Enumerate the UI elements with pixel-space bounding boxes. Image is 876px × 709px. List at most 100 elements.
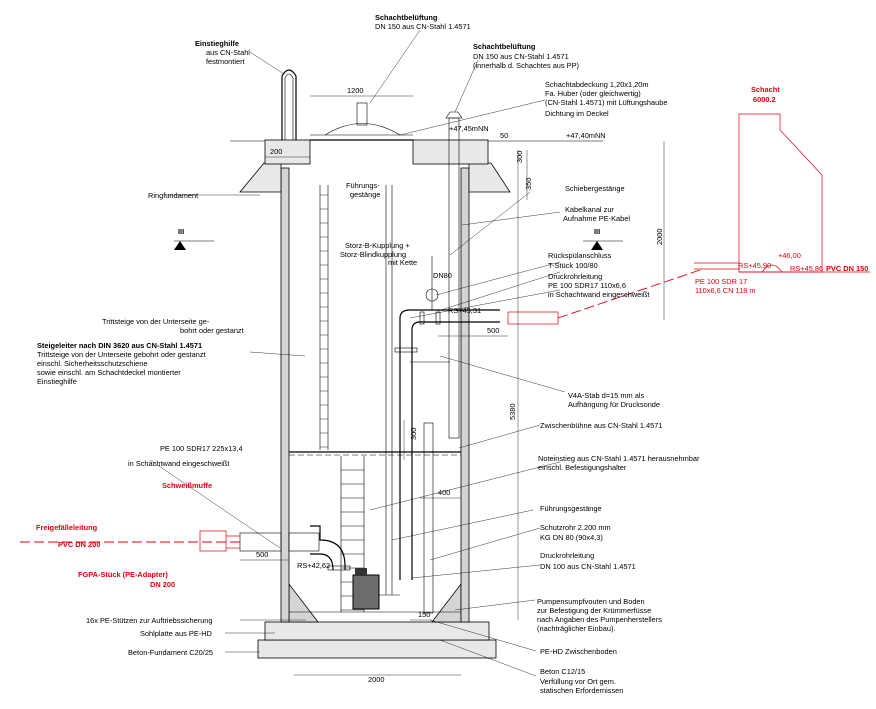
label-ventilation-2b: DN 150 aus CN-Stahl 1.4571 bbox=[473, 52, 569, 61]
label-cover-c: (CN-Stahl 1.4571) mit Lüftungshaube bbox=[545, 98, 667, 107]
label-ladder-a: Steigeleiter nach DIN 3620 aus CN-Stahl … bbox=[37, 341, 202, 350]
dim-base-width: 2000 bbox=[368, 675, 384, 684]
label-base-plate: Sohlplatte aus PE-HD bbox=[140, 629, 212, 638]
label-red-pe-b: 110x6,6 CN 118 m bbox=[695, 286, 756, 295]
label-ladder-e: Einstieghilfe bbox=[37, 377, 77, 386]
elev-46-00: +46,00 bbox=[778, 251, 801, 260]
label-pe-sdr-a: PE 100 SDR17 225x13,4 bbox=[160, 444, 243, 453]
label-fgpa-a: FGPA-Stück (PE-Adapter) bbox=[78, 570, 168, 579]
section-marker-right bbox=[591, 241, 603, 250]
dimension-texts: 1200 200 50 300 350 2000 500 5380 300 40… bbox=[256, 86, 823, 684]
label-dn80: DN80 bbox=[433, 271, 452, 280]
label-cover-a: Schachtabdeckung 1,20x1,20m bbox=[545, 80, 649, 89]
label-weld-sleeve: Schweißmuffe bbox=[162, 481, 212, 490]
label-ventilation-1a: Schachtbelüftung bbox=[375, 13, 438, 22]
label-cable-duct-a: Kabelkanal zur bbox=[565, 205, 614, 214]
cover-vent-hood bbox=[324, 123, 401, 136]
label-intermediate-floor: PE-HD Zwischenboden bbox=[540, 647, 617, 656]
concrete-foundation bbox=[257, 639, 497, 659]
dim-h300-lower: 300 bbox=[409, 428, 418, 440]
label-shaft-title-a: Schacht bbox=[751, 85, 780, 94]
label-cover-d: Dichtung im Deckel bbox=[545, 109, 609, 118]
section-marker-left bbox=[174, 241, 186, 250]
label-pe-sdr-b: in Schachtwand eingeschweißt bbox=[128, 459, 229, 468]
dimension-lines bbox=[240, 95, 665, 676]
label-ladder-c: einschl. Sicherheitsschutzschiene bbox=[37, 359, 148, 368]
elev-47-45: +47,45mNN bbox=[449, 124, 489, 133]
label-entry-handle-a: Einstieghilfe bbox=[195, 39, 239, 48]
dim-w500-lower: 500 bbox=[256, 550, 268, 559]
elev-rs-42-62: RS+42,62 bbox=[297, 561, 330, 570]
label-tee: T-Stück 100/80 bbox=[548, 261, 598, 270]
label-pressure-pipe2-b: DN 100 aus CN-Stahl 1.4571 bbox=[540, 562, 636, 571]
pump bbox=[352, 574, 380, 610]
label-storz-a: Storz-B-Kupplung + bbox=[345, 241, 410, 250]
label-ladder-d: sowie einschl. am Schachtdeckel montiert… bbox=[37, 368, 181, 377]
label-entry-handle-c: festmontiert bbox=[206, 57, 245, 66]
dim-w400: 400 bbox=[438, 488, 450, 497]
label-protection-tube-a: Schutzrohr 2.200 mm bbox=[540, 523, 611, 532]
base-plate bbox=[264, 621, 490, 641]
label-ventilation-2c: (innerhalb d. Schachtes aus PP) bbox=[473, 61, 579, 70]
fgpa-adapter bbox=[199, 530, 227, 552]
label-pvc150: PVC DN 150 bbox=[826, 264, 868, 273]
label-sump-a: Pumpensumpfvouten und Boden bbox=[537, 597, 645, 606]
section-mark-left: III bbox=[178, 227, 184, 236]
label-valve-rod: Schiebergestänge bbox=[565, 184, 625, 193]
section-mark-right: III bbox=[594, 227, 600, 236]
label-protection-tube-b: KG DN 80 (90x4,3) bbox=[540, 533, 603, 542]
label-concrete-c: statischen Erfordernissen bbox=[540, 686, 623, 695]
label-cable-duct-b: Aufnahme PE-Kabel bbox=[563, 214, 630, 223]
label-sump-c: nach Angaben des Pumpenherstellers bbox=[537, 615, 662, 624]
label-red-pe-a: PE 100 SDR 17 bbox=[695, 277, 747, 286]
label-ventilation-1b: DN 150 aus CN-Stahl 1.4571 bbox=[375, 22, 471, 31]
dim-w150: 150 bbox=[418, 610, 430, 619]
target-shaft bbox=[738, 113, 823, 273]
annotations: Schachtbelüftung DN 150 aus CN-Stahl 1.4… bbox=[36, 13, 868, 695]
label-steps: Trittsteige von der Unterseite ge- bbox=[102, 317, 210, 326]
dim-h350: 350 bbox=[524, 178, 533, 190]
ring-foundation-right bbox=[468, 162, 511, 193]
dim-collar: 200 bbox=[270, 147, 282, 156]
label-ring-foundation: Ringfundament bbox=[148, 191, 198, 200]
label-shaft-title-b: 6000.2 bbox=[753, 95, 776, 104]
label-guide-bar-a: Führungs- bbox=[346, 181, 380, 190]
dim-h300: 300 bbox=[515, 151, 524, 163]
label-pe-supports: 16x PE-Stützen zur Auftriebssicherung bbox=[86, 616, 213, 625]
label-pressure-pipe-c: in Schachtwand eingeschweißt bbox=[548, 290, 649, 299]
entry-handle bbox=[281, 69, 297, 140]
elev-47-40: +47,40mNN bbox=[566, 131, 606, 140]
cover-collar-left bbox=[264, 139, 311, 165]
label-pressure-pipe-b: PE 100 SDR17 110x6,6 bbox=[548, 281, 626, 290]
label-steps-b: bohrt oder gestanzt bbox=[180, 326, 244, 335]
label-pvc200: PVC DN 200 bbox=[58, 540, 100, 549]
sump-haunch-left bbox=[288, 582, 319, 623]
label-emergency-b: einschl. Befestigungshalter bbox=[538, 463, 627, 472]
dim-h2000: 2000 bbox=[655, 229, 664, 245]
leader-lines bbox=[149, 29, 566, 677]
red-outlet-pipe bbox=[507, 311, 559, 325]
label-guide-bar-2: Führungsgestänge bbox=[540, 504, 602, 513]
label-cover-b: Fa. Huber (oder gleichwertig) bbox=[545, 89, 641, 98]
shaft-wall-left bbox=[280, 167, 290, 623]
shaft-wall-right bbox=[460, 167, 470, 623]
upper-ladder bbox=[320, 194, 328, 448]
label-v4a-a: V4A-Stab d=15 mm als bbox=[568, 391, 645, 400]
label-ventilation-2a: Schachtbelüftung bbox=[473, 42, 536, 51]
protection-tube bbox=[423, 422, 434, 614]
cover-collar-right bbox=[412, 139, 489, 165]
dim-h5380: 5380 bbox=[508, 404, 517, 420]
label-concrete-a: Beton C12/15 bbox=[540, 667, 585, 676]
label-storz-b: Storz-Blindkupplung bbox=[340, 250, 406, 259]
ring-foundation-left bbox=[239, 162, 282, 193]
label-storz-c: mit Kette bbox=[388, 258, 417, 267]
label-guide-bar-b: gestänge bbox=[350, 190, 380, 199]
label-entry-handle-b: aus CN-Stahl bbox=[206, 48, 250, 57]
label-concrete-b: Verfüllung vor Ort gem. bbox=[540, 677, 616, 686]
label-foundation: Beton-Fundament C20/25 bbox=[128, 648, 213, 657]
sump-haunch-right bbox=[431, 582, 462, 623]
label-pressure-pipe-a: Druckrohrleitung bbox=[548, 272, 602, 281]
dim-w500-upper: 500 bbox=[487, 326, 499, 335]
label-sump-b: zur Befestigung der Krümmerfüsse bbox=[537, 606, 651, 615]
